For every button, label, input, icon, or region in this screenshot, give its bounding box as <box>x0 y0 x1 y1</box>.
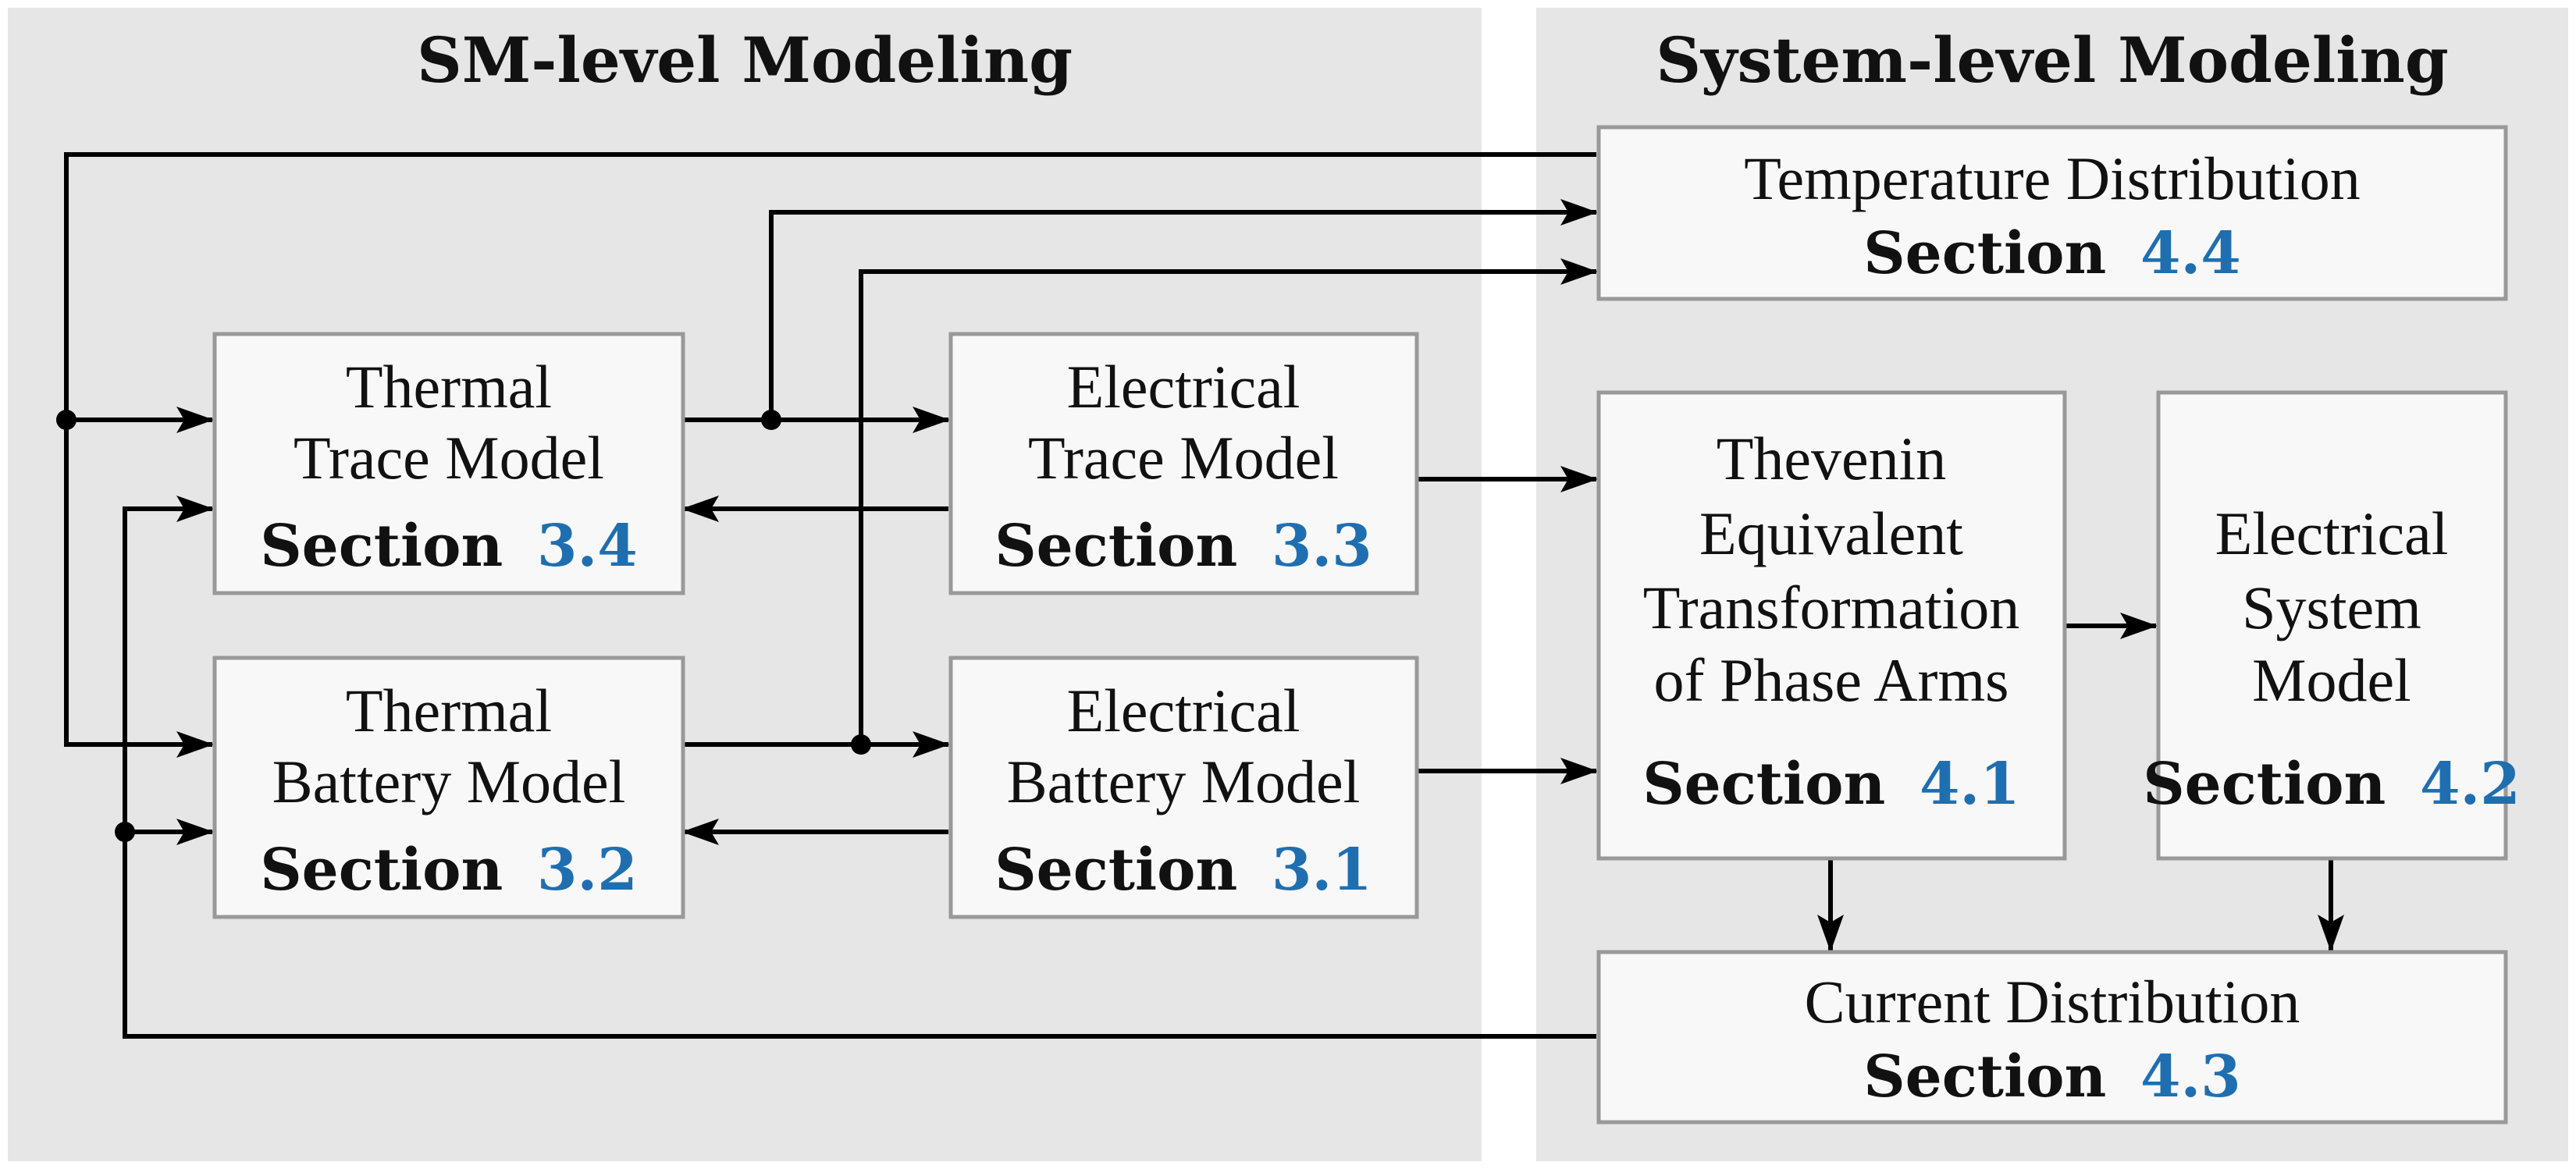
thermal-battery-block: Thermal Battery Model Section 3.2 <box>212 656 685 919</box>
block-line: Electrical <box>2215 499 2449 567</box>
sm-level-title: SM-level Modeling <box>417 23 1073 97</box>
thermal-battery-to-temp-dist <box>859 258 1598 744</box>
temperature-distribution-block: Temperature Distribution Section 4.4 <box>1596 125 2508 301</box>
section-ref: Section 3.4 <box>260 513 638 580</box>
junction-dot <box>115 822 135 842</box>
section-ref: Section 4.2 <box>2143 751 2521 818</box>
section-ref: Section 4.1 <box>1642 751 2020 818</box>
junction-dot <box>56 410 76 430</box>
electrical-trace-block: Electrical Trace Model Section 3.3 <box>948 332 1419 595</box>
electrical-battery-block: Electrical Battery Model Section 3.1 <box>948 656 1419 919</box>
block-line: Equivalent <box>1699 499 1963 567</box>
junction-dot <box>851 734 871 755</box>
block-line: Thermal <box>346 677 552 744</box>
block-line: Current Distribution <box>1805 968 2300 1036</box>
thermal-trace-block: Thermal Trace Model Section 3.4 <box>212 332 685 595</box>
section-ref: Section 4.3 <box>1863 1043 2241 1110</box>
block-line: Model <box>2252 646 2411 714</box>
block-line: Battery Model <box>272 748 626 815</box>
current-distribution-block: Current Distribution Section 4.3 <box>1596 950 2508 1125</box>
block-line: Thermal <box>346 353 552 421</box>
temp-feedback-line <box>64 152 1596 758</box>
block-line: Trace Model <box>294 424 604 492</box>
thevenin-block: Thevenin Equivalent Transformation of Ph… <box>1596 390 2067 861</box>
electrical-system-block: Electrical System Model Section 4.2 <box>2143 390 2521 861</box>
block-line: Temperature Distribution <box>1744 144 2360 212</box>
thermal-trace-to-temp-dist <box>769 199 1598 420</box>
section-ref: Section 3.1 <box>994 837 1372 904</box>
block-line: Battery Model <box>1007 748 1361 815</box>
section-ref: Section 3.3 <box>994 513 1372 580</box>
system-level-title: System-level Modeling <box>1656 23 2449 97</box>
block-line: System <box>2242 574 2421 641</box>
current-feedback-line <box>123 496 1596 1039</box>
junction-dot <box>761 410 781 430</box>
section-ref: Section 4.4 <box>1863 220 2241 287</box>
block-line: Transformation <box>1643 574 2019 641</box>
connectors <box>56 152 2344 1039</box>
section-ref: Section 3.2 <box>260 837 638 904</box>
block-line: Electrical <box>1067 677 1300 744</box>
block-line: Electrical <box>1067 353 1300 421</box>
block-line: Thevenin <box>1717 425 1947 492</box>
block-line: of Phase Arms <box>1654 646 2009 714</box>
block-line: Trace Model <box>1028 424 1339 492</box>
